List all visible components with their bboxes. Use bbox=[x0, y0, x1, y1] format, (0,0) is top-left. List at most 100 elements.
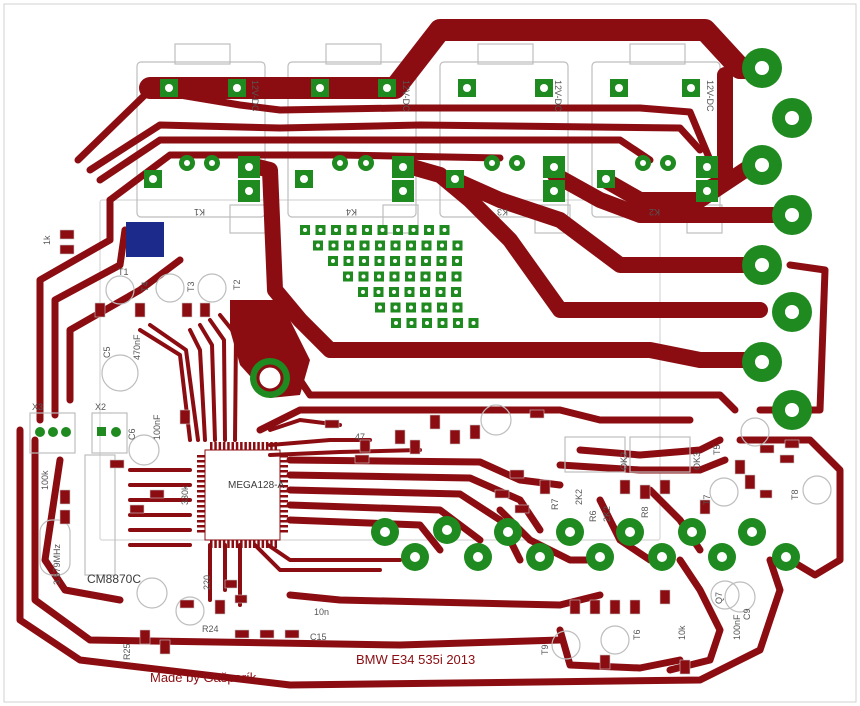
smd-part bbox=[224, 579, 238, 589]
t5-label: T5 bbox=[712, 444, 722, 455]
smd-part bbox=[179, 599, 195, 609]
terminal-pad bbox=[772, 195, 812, 235]
smd-part bbox=[779, 454, 795, 464]
smd-part bbox=[199, 302, 211, 318]
signal-pad bbox=[494, 518, 522, 546]
r24-label: R24 bbox=[202, 624, 219, 634]
smd-part bbox=[429, 414, 441, 430]
smd-part bbox=[744, 474, 756, 490]
smd-part bbox=[569, 599, 581, 615]
smd-part bbox=[659, 479, 671, 495]
smd-part bbox=[784, 439, 800, 449]
smd-part bbox=[234, 629, 250, 639]
signal-pad bbox=[772, 543, 800, 571]
r8-label: R8 bbox=[640, 506, 650, 518]
smd-part bbox=[599, 654, 611, 670]
relay-k1-label: K1 bbox=[194, 207, 205, 217]
smd-part bbox=[134, 302, 146, 318]
smd-part bbox=[214, 599, 226, 615]
x3-label: X3 bbox=[32, 402, 43, 412]
smd-part bbox=[234, 594, 248, 604]
relay-k2-label: K2 bbox=[649, 207, 660, 217]
t4-label: T4 bbox=[140, 281, 150, 292]
smd-part bbox=[639, 484, 651, 500]
q7-label: Q7 bbox=[714, 592, 724, 604]
mcu-label: MEGA128-A bbox=[228, 480, 284, 491]
smd-part bbox=[629, 599, 641, 615]
usb-connector bbox=[126, 222, 164, 257]
signal-pad bbox=[371, 518, 399, 546]
large-pads bbox=[250, 48, 812, 571]
r330k-value: 330k bbox=[180, 485, 190, 505]
smd-part bbox=[539, 479, 551, 495]
signal-pad bbox=[526, 543, 554, 571]
transistors bbox=[105, 273, 832, 660]
board-credit: Made by Gašparík bbox=[150, 670, 257, 685]
mounting-hole bbox=[250, 358, 290, 398]
t8-label: T8 bbox=[790, 489, 800, 500]
c6-label: C6 bbox=[127, 428, 137, 440]
t1-label: T1 bbox=[118, 267, 129, 277]
board-outline bbox=[3, 3, 857, 703]
c15-value: 10n bbox=[314, 607, 329, 617]
signal-pad bbox=[616, 518, 644, 546]
r7-value: 2K2 bbox=[574, 489, 584, 505]
signal-pad bbox=[586, 543, 614, 571]
smd-part bbox=[139, 629, 151, 645]
relay-k4-label: K4 bbox=[346, 207, 357, 217]
smd-part bbox=[129, 504, 145, 514]
smd-part bbox=[149, 489, 165, 499]
x2-label: X2 bbox=[95, 402, 106, 412]
terminal-pad bbox=[772, 390, 812, 430]
relay-k2-rating: 12V-DC bbox=[705, 80, 715, 112]
terminal-pad bbox=[742, 245, 782, 285]
smd-part bbox=[159, 639, 171, 655]
signal-pad bbox=[401, 543, 429, 571]
terminal-pad bbox=[742, 48, 782, 88]
smd-part bbox=[181, 302, 193, 318]
r25-label: R25 bbox=[122, 643, 132, 660]
smd-part bbox=[59, 489, 71, 505]
c9-label: C9 bbox=[742, 608, 752, 620]
r6-label: R6 bbox=[588, 510, 598, 522]
relay-k3-label: K3 bbox=[497, 207, 508, 217]
signal-pad bbox=[464, 543, 492, 571]
smd-part bbox=[449, 429, 461, 445]
t7-label: T7 bbox=[702, 494, 712, 505]
ok2-label: OK2 bbox=[619, 452, 629, 470]
r100k-value: 100k bbox=[40, 470, 50, 490]
reference-labels: K1 K4 K3 K2 12V-DC 12V-DC 12V-DC 12V-DC … bbox=[40, 80, 800, 660]
connector-pad-grid bbox=[300, 225, 479, 328]
signal-pad bbox=[678, 518, 706, 546]
smd-part bbox=[514, 504, 530, 514]
c5-value: 470nF bbox=[132, 334, 142, 360]
dtmf-ic: CM8870C 3.579MHz bbox=[39, 454, 141, 586]
signal-pad bbox=[433, 516, 461, 544]
relay-k1-rating: 12V-DC bbox=[250, 80, 260, 112]
connector-x3: X3 bbox=[29, 402, 76, 454]
terminal-pad bbox=[772, 292, 812, 332]
r1-value: 1k bbox=[42, 235, 52, 245]
smd-part bbox=[699, 499, 711, 515]
r220-value: 220 bbox=[202, 575, 212, 590]
terminal-pad bbox=[772, 98, 812, 138]
relay-k3-rating: 12V-DC bbox=[553, 80, 563, 112]
smd-part bbox=[179, 409, 191, 425]
optocoupler-ok2: OK2 bbox=[564, 436, 629, 473]
crystal-label: 3.579MHz bbox=[52, 543, 62, 585]
smd-part bbox=[469, 424, 481, 440]
smd-part bbox=[394, 429, 406, 445]
smd-part bbox=[324, 419, 340, 429]
smd-part bbox=[494, 489, 510, 499]
t6-label: T6 bbox=[632, 629, 642, 640]
r6-value: 2K2 bbox=[602, 506, 612, 522]
signal-pad bbox=[648, 543, 676, 571]
terminal-pad bbox=[742, 145, 782, 185]
r10k-value: 10k bbox=[677, 625, 687, 640]
smd-part bbox=[609, 599, 621, 615]
t2-label: T2 bbox=[232, 279, 242, 290]
smd-part bbox=[659, 589, 671, 605]
relay-k4-rating: 12V-DC bbox=[401, 80, 411, 112]
smd-part bbox=[259, 629, 275, 639]
